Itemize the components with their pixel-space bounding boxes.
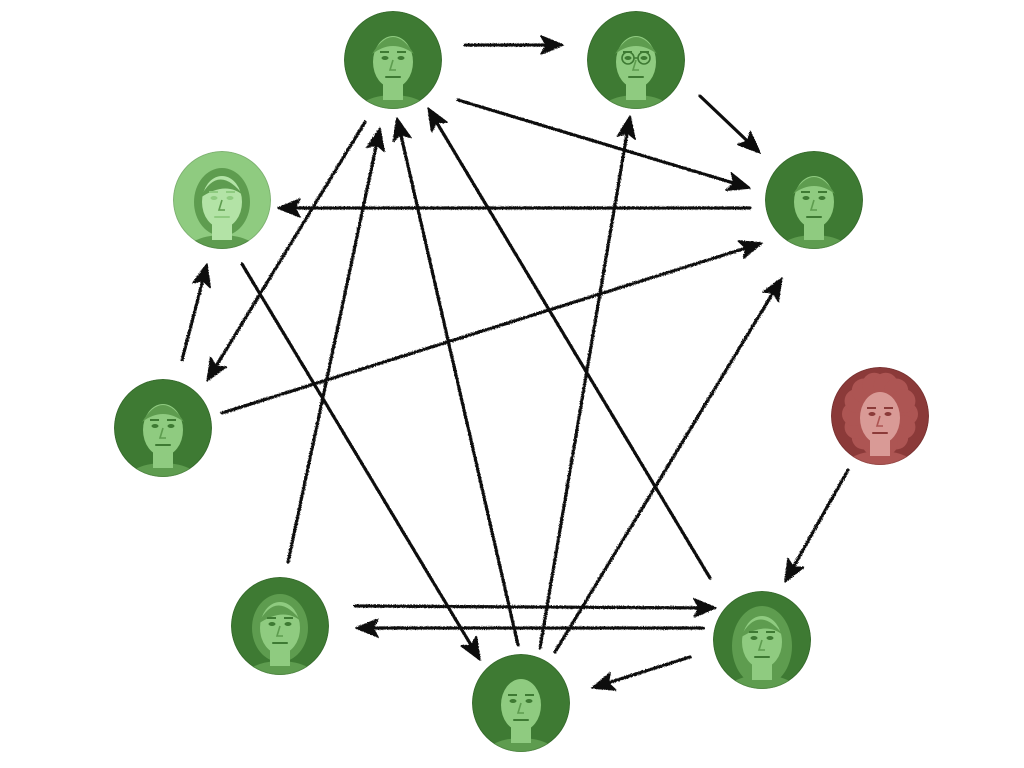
arrow-head [725,172,751,192]
arrow-head [591,672,617,691]
arrow-head [460,635,481,661]
arrow-head [355,618,379,638]
short-haired-woman-portrait-icon [173,151,271,249]
arrow-shaft [553,291,775,654]
arrow-shaft [538,132,629,650]
bald-man-portrait-icon [344,11,442,109]
arrow-p5-to-p3 [220,240,763,415]
arrow-p8-to-p3 [553,277,783,654]
woman-with-bob-portrait-icon [231,577,329,675]
arrow-p5-to-p4 [180,263,211,362]
arrow-head [693,598,717,618]
blond-man-portrait-icon [114,379,212,477]
arrow-p2-to-p3 [698,94,761,154]
arrow-head [762,277,783,303]
arrow-p3-to-p4 [277,198,752,218]
arrow-p7-to-p9 [353,598,717,618]
arrow-p1-to-p3 [456,98,751,192]
arrow-p1-to-p2 [463,35,564,55]
arrow-head [737,130,761,154]
arrow-shaft [240,262,473,647]
arrow-shaft [214,120,367,368]
arrow-p7-to-p1 [286,127,385,564]
arrow-shaft [698,94,749,143]
arrow-head [616,115,636,140]
arrow-p6-to-p9 [784,468,850,583]
arrow-shaft [180,279,205,362]
arrow-shaft [286,144,378,564]
arrow-shaft [353,604,700,610]
arrow-p9-to-p8 [591,655,692,691]
arrow-head [191,263,211,289]
arrow-p4-to-p8 [240,262,481,661]
portraits-layer [114,11,929,752]
arrow-p1-to-p5 [206,120,367,382]
arrow-shaft [220,246,747,415]
arrow-shaft [399,133,520,647]
older-man-with-glasses-portrait-icon [587,11,685,109]
arrow-head [737,240,763,259]
arrow-shaft [456,98,735,185]
arrow-p8-to-p2 [538,115,636,650]
arrow-p8-to-p1 [392,117,520,647]
arrow-head [277,198,301,218]
arrows-layer [180,35,850,691]
arrow-p9-to-p1 [427,107,712,580]
arrow-head [540,35,564,55]
arrow-head [392,117,412,143]
dark-haired-man-portrait-icon [765,151,863,249]
arrow-shaft [607,655,692,685]
arrow-head [206,356,227,382]
arrow-shaft [435,121,712,580]
blonde-woman-portrait-icon [713,591,811,689]
arrow-head [427,107,448,133]
bald-man-center-portrait-icon [472,654,570,752]
arrow-head [784,557,805,583]
arrow-shaft [792,468,850,568]
arrow-head [365,127,385,153]
arrow-p9-to-p7 [355,618,705,638]
